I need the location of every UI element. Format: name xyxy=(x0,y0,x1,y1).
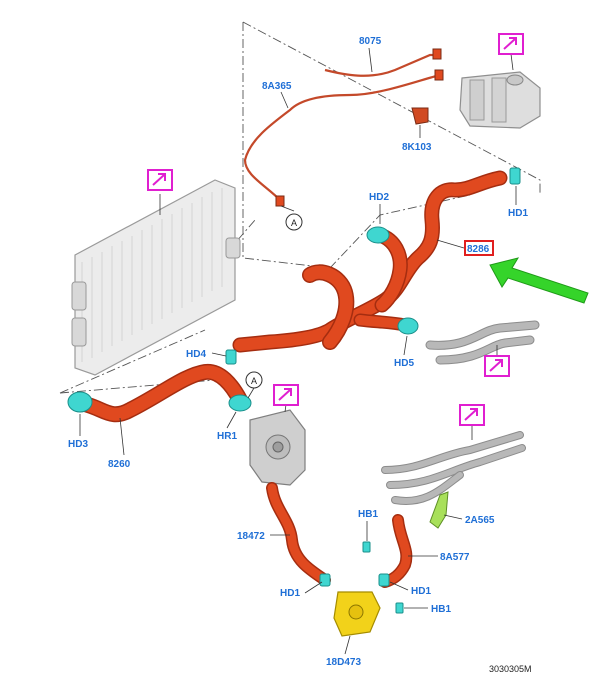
label-8075[interactable]: 8075 xyxy=(359,36,382,47)
label-18472[interactable]: 18472 xyxy=(237,531,265,542)
coolant-reservoir xyxy=(459,71,541,129)
reference-box-grey-pipe[interactable] xyxy=(484,355,510,377)
reference-box-reservoir[interactable] xyxy=(498,33,524,55)
document-number: 3030305M xyxy=(489,664,532,674)
highlight-arrow-icon xyxy=(489,257,589,304)
label-hb1-right[interactable]: HB1 xyxy=(431,604,451,615)
radiator xyxy=(71,179,241,376)
label-hd1-left[interactable]: HD1 xyxy=(280,588,300,599)
thermostat-housing-18D473 xyxy=(333,591,381,637)
label-8A365[interactable]: 8A365 xyxy=(262,81,292,92)
bracket-2A565 xyxy=(429,491,449,529)
leader-lines xyxy=(79,47,517,655)
label-hd3[interactable]: HD3 xyxy=(68,439,88,450)
label-hr1[interactable]: HR1 xyxy=(217,431,237,442)
lower-radiator-hose-8260 xyxy=(80,363,248,423)
reference-arrow-icon xyxy=(464,408,478,421)
label-18D473[interactable]: 18D473 xyxy=(326,657,361,668)
upper-radiator-hose-8286 xyxy=(232,170,508,353)
label-2A565[interactable]: 2A565 xyxy=(465,515,495,526)
label-hd2[interactable]: HD2 xyxy=(369,192,389,203)
highlight-box xyxy=(464,240,494,256)
reference-arrow-icon xyxy=(489,359,503,372)
circle-marker-a-top: A xyxy=(285,213,303,231)
reference-arrow-icon xyxy=(278,388,292,401)
hose-8A577 xyxy=(379,514,413,588)
reference-arrow-icon xyxy=(152,173,166,186)
grey-pipes xyxy=(381,320,540,505)
reference-box-radiator[interactable] xyxy=(147,169,173,191)
label-8286[interactable]: 8286 xyxy=(467,244,490,255)
hose-18472 xyxy=(266,482,331,586)
label-hd1-top[interactable]: HD1 xyxy=(508,208,528,219)
water-pump xyxy=(249,409,306,486)
label-hb1-top[interactable]: HB1 xyxy=(358,509,378,520)
circle-marker-a-mid: A xyxy=(245,371,263,389)
label-hd4[interactable]: HD4 xyxy=(186,349,206,360)
label-hd1-right[interactable]: HD1 xyxy=(411,586,431,597)
label-hd5[interactable]: HD5 xyxy=(394,358,414,369)
circle-marker-a-top-text: A xyxy=(291,218,297,228)
reference-box-water-pump[interactable] xyxy=(273,384,299,406)
hose-clamps xyxy=(67,167,521,614)
label-8K103[interactable]: 8K103 xyxy=(402,142,432,153)
circle-marker-a-mid-text: A xyxy=(251,376,257,386)
label-8260[interactable]: 8260 xyxy=(108,459,131,470)
heater-hoses xyxy=(243,48,444,207)
reference-box-heater-pipes[interactable] xyxy=(459,404,485,426)
label-8A577[interactable]: 8A577 xyxy=(440,552,470,563)
reference-arrow-icon xyxy=(503,37,517,50)
